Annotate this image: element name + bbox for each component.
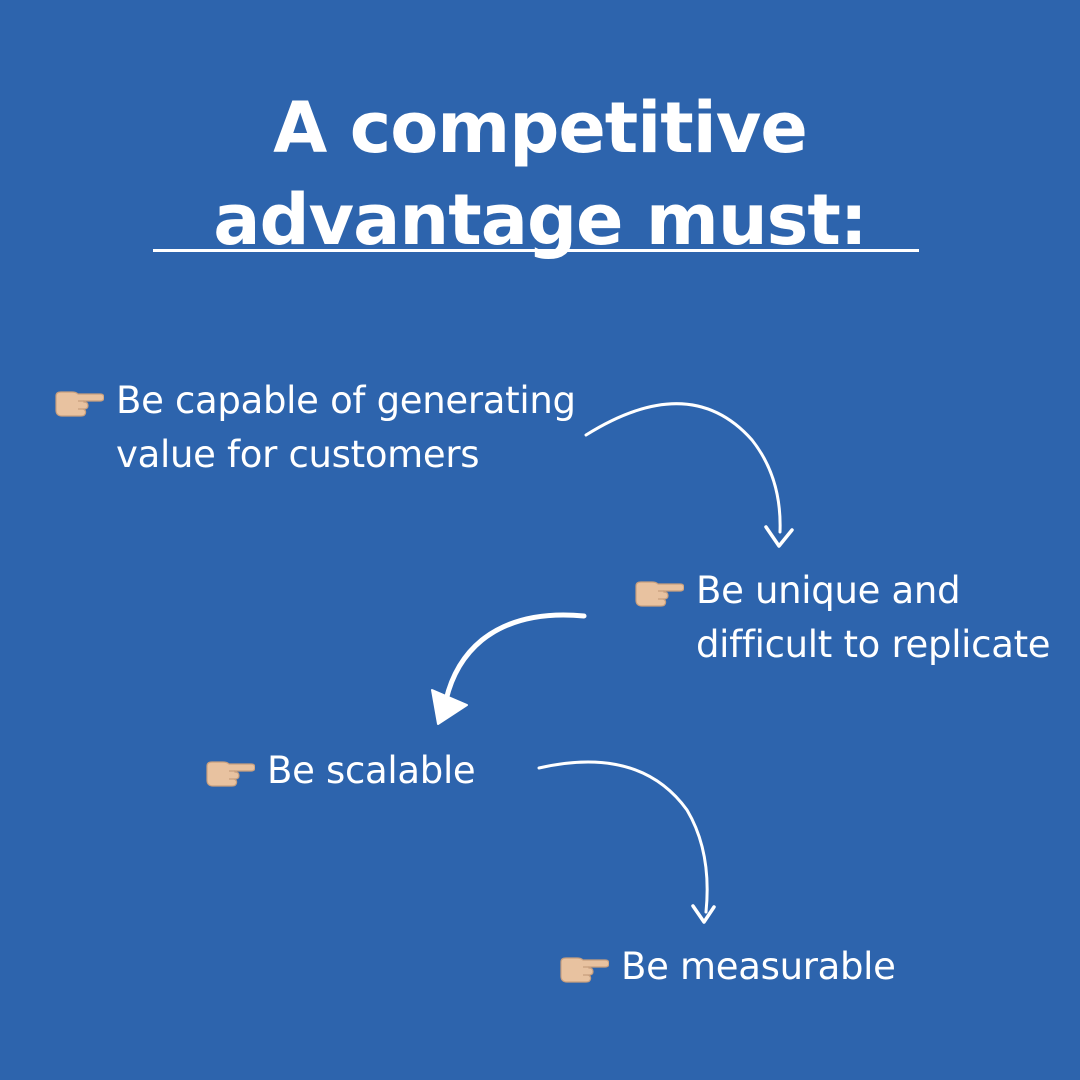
title-underline (153, 249, 919, 252)
item-line: Be unique and (696, 569, 961, 612)
item-text: Be unique and difficult to replicate (696, 564, 1051, 672)
curved-arrow-icon (537, 760, 716, 924)
list-item-generate-value: Be capable of generating value for custo… (52, 374, 576, 482)
item-line: Be capable of generating (116, 379, 576, 422)
item-line: difficult to replicate (696, 623, 1051, 666)
curved-arrow-icon (584, 402, 794, 548)
list-item-measurable: Be measurable (557, 940, 896, 994)
curved-arrow-icon (431, 612, 587, 725)
item-text: Be capable of generating value for custo… (116, 374, 576, 482)
item-text: Be scalable (267, 744, 476, 798)
list-item-unique: Be unique and difficult to replicate (632, 564, 1051, 672)
item-line: value for customers (116, 433, 480, 476)
pointing-hand-icon (560, 957, 609, 983)
pointing-hand-icon (635, 581, 684, 607)
pointing-hand-icon (206, 761, 255, 787)
item-line: Be measurable (621, 945, 896, 988)
page-title: A competitive advantage must: (0, 82, 1080, 266)
title-line-1: A competitive (273, 87, 808, 169)
item-line: Be scalable (267, 749, 476, 792)
pointing-hand-icon (55, 391, 104, 417)
title-line-2: advantage must: (213, 179, 868, 261)
item-text: Be measurable (621, 940, 896, 994)
list-item-scalable: Be scalable (203, 744, 476, 798)
